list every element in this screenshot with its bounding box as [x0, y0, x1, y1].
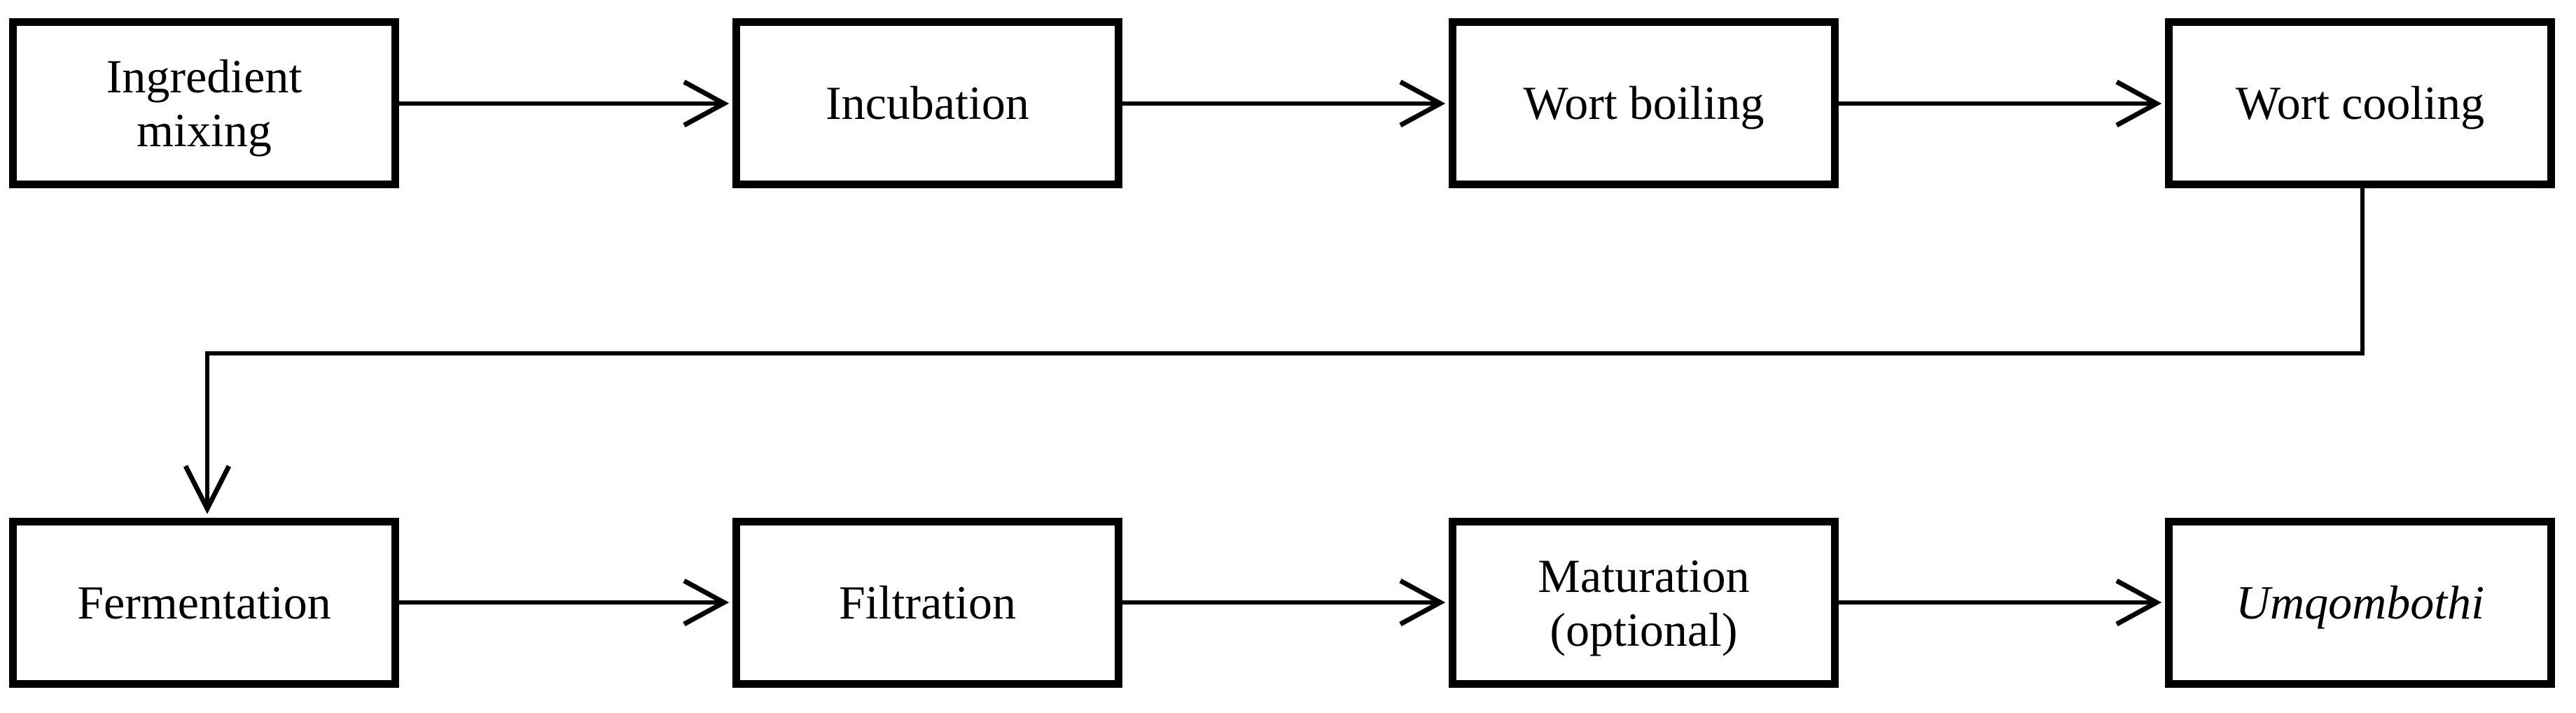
arrowhead-icon: [183, 465, 232, 514]
node-fermentation: Fermentation: [9, 518, 399, 688]
arrow-elbow-shaft: [205, 188, 2365, 505]
arrow-fermentation-to-filtration: [399, 578, 730, 627]
node-label: Wort cooling: [2235, 76, 2485, 130]
arrowhead-icon: [1399, 79, 1446, 128]
node-label: Ingredient mixing: [106, 50, 302, 157]
node-label: Fermentation: [77, 576, 331, 630]
node-ingredient-mixing: Ingredient mixing: [9, 18, 399, 188]
node-label: Umqombothi: [2235, 576, 2485, 630]
arrow-filtration-to-maturation: [1122, 578, 1446, 627]
arrowhead-icon: [683, 578, 730, 627]
arrow-wort-boiling-to-wort-cooling: [1839, 79, 2162, 128]
arrowhead-icon: [683, 79, 730, 128]
arrow-wort-cooling-to-fermentation: [183, 188, 2365, 514]
arrow-ingredient-mixing-to-incubation: [399, 79, 730, 128]
node-label: Maturation (optional): [1538, 549, 1750, 656]
node-wort-boiling: Wort boiling: [1449, 18, 1839, 188]
arrowhead-icon: [2115, 578, 2162, 627]
arrow-maturation-to-umqombothi: [1839, 578, 2162, 627]
node-maturation: Maturation (optional): [1449, 518, 1839, 688]
arrow-incubation-to-wort-boiling: [1122, 79, 1446, 128]
node-incubation: Incubation: [732, 18, 1122, 188]
node-label: Incubation: [826, 76, 1029, 130]
arrowhead-icon: [2115, 79, 2162, 128]
node-umqombothi: Umqombothi: [2165, 518, 2555, 688]
arrowhead-icon: [1399, 578, 1446, 627]
node-label: Filtration: [838, 576, 1017, 630]
node-wort-cooling: Wort cooling: [2165, 18, 2555, 188]
node-label: Wort boiling: [1523, 76, 1764, 130]
node-filtration: Filtration: [732, 518, 1122, 688]
